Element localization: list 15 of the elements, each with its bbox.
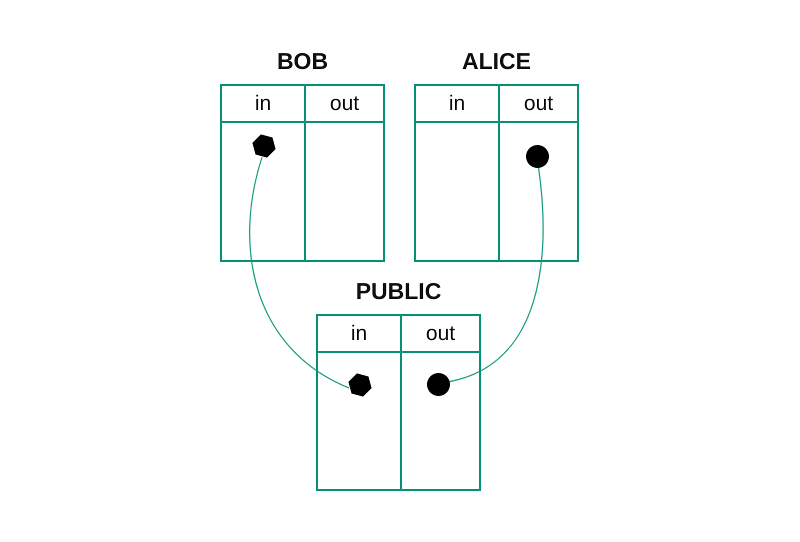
column-header: in (350, 322, 368, 346)
connector-line (448, 167, 544, 382)
column-header: out (426, 322, 456, 346)
dot-icon (526, 145, 549, 168)
hexagon-icon (252, 134, 276, 158)
table-title: ALICE (462, 48, 531, 74)
table-title: BOB (276, 48, 328, 74)
table-title: PUBLIC (356, 278, 442, 304)
column-header: out (524, 92, 554, 116)
dot-icon (427, 373, 450, 396)
column-header: out (330, 92, 360, 116)
column-header: in (254, 92, 272, 116)
column-header: in (448, 92, 466, 116)
hexagon-icon (348, 373, 372, 397)
connector-line (249, 157, 350, 389)
